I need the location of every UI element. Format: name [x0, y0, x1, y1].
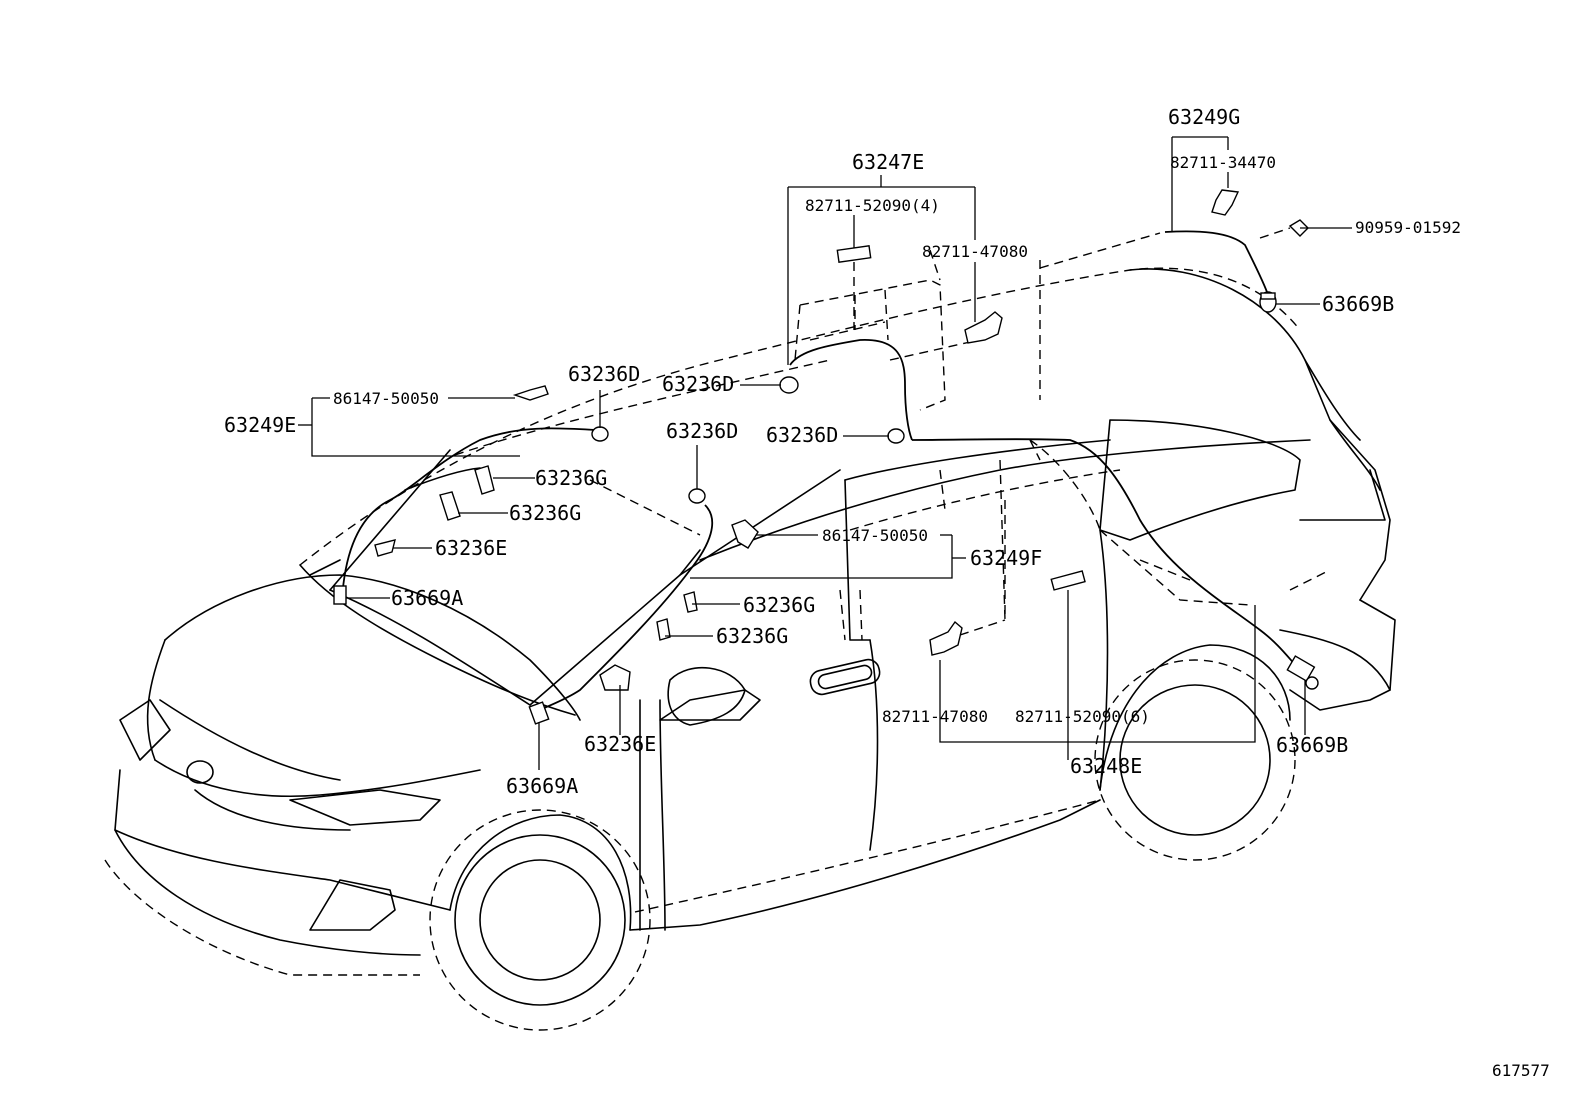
clip-63236G-a: [474, 465, 495, 495]
label-86147-50050-mid: 86147-50050: [822, 526, 928, 545]
clip-63236E-b: [599, 664, 631, 691]
clip-86147-50050-mid: [731, 519, 759, 549]
label-63248E: 63248E: [1070, 754, 1142, 778]
connector-63669A-a: [333, 585, 347, 605]
connector-63669A-b: [528, 701, 550, 725]
clip-82711-34470: [1211, 189, 1240, 216]
label-63669B-top: 63669B: [1322, 292, 1394, 316]
wire-harnesses: [341, 230, 1301, 711]
clip-63236G-d: [656, 618, 671, 641]
label-90959-01592: 90959-01592: [1355, 218, 1461, 237]
label-63236E-b: 63236E: [584, 732, 656, 756]
label-63249G: 63249G: [1168, 105, 1240, 129]
label-63247E: 63247E: [852, 150, 924, 174]
label-63236E-a: 63236E: [435, 536, 507, 560]
leader-lines: [298, 136, 1352, 770]
label-82711-34470: 82711-34470: [1170, 153, 1276, 172]
label-86147-50050-left: 86147-50050: [333, 389, 439, 408]
label-63236G-c: 63236G: [743, 593, 815, 617]
label-63236D-a: 63236D: [568, 362, 640, 386]
label-63236D-d: 63236D: [666, 419, 738, 443]
bracket-82711-47080-bot: [929, 620, 963, 656]
clip-63236G-b: [439, 491, 461, 521]
clip-82711-52090-bot: [1050, 570, 1086, 591]
diagram-reference-number: 617577: [1492, 1061, 1550, 1080]
label-82711-47080-top: 82711-47080: [922, 242, 1028, 261]
label-82711-52090-6: 82711-52090(6): [1015, 707, 1150, 726]
part-labels: 63249G 82711-34470 90959-01592 63669B 63…: [224, 105, 1550, 1080]
clip-63236D-c: [887, 428, 905, 444]
label-63249E: 63249E: [224, 413, 296, 437]
label-63669A-a: 63669A: [391, 586, 463, 610]
clip-86147-50050-left: [512, 385, 549, 401]
connector-63669B-bot: [1286, 655, 1319, 690]
clip-63236E-a: [374, 539, 396, 557]
label-63236D-c: 63236D: [766, 423, 838, 447]
connector-63669B-top: [1259, 291, 1277, 313]
label-63236D-b: 63236D: [662, 372, 734, 396]
label-63249F: 63249F: [970, 546, 1042, 570]
label-82711-52090-4: 82711-52090(4): [805, 196, 940, 215]
label-63236G-a: 63236G: [535, 466, 607, 490]
clip-82711-52090-top: [836, 245, 872, 263]
label-63669B-bot: 63669B: [1276, 733, 1348, 757]
label-63669A-b: 63669A: [506, 774, 578, 798]
label-63236G-b: 63236G: [509, 501, 581, 525]
clip-63236G-c: [683, 591, 698, 613]
label-63236G-d: 63236G: [716, 624, 788, 648]
parts: [333, 189, 1319, 725]
roof-panel-outlines: [794, 249, 971, 411]
clip-63236D-a: [591, 426, 609, 442]
label-82711-47080-bot: 82711-47080: [882, 707, 988, 726]
clip-63236D-d: [688, 488, 706, 504]
bracket-82711-47080-top: [964, 311, 1003, 344]
clip-63236D-b: [779, 376, 799, 394]
